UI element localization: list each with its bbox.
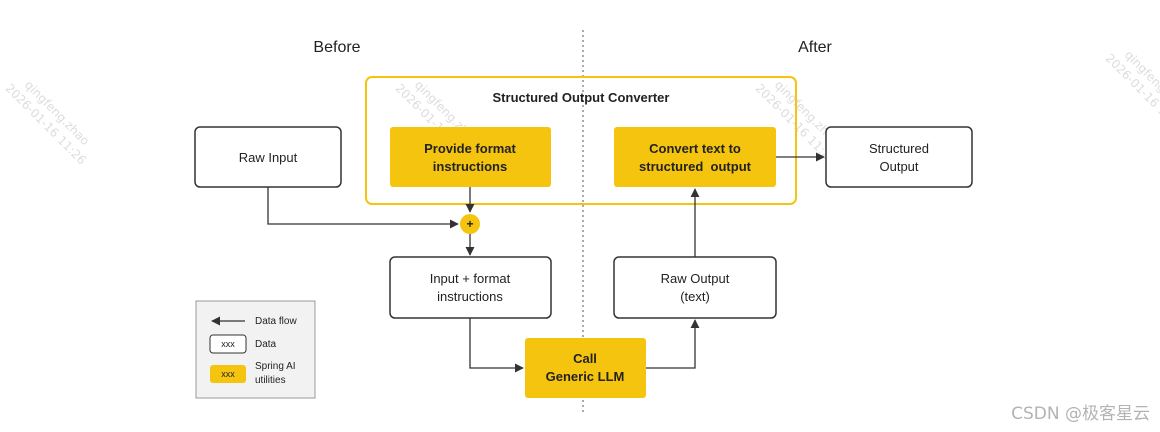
- legend-data-label: Data: [255, 339, 277, 350]
- merge-plus-node: [460, 214, 480, 234]
- legend-data-swatch-text: xxx: [221, 339, 235, 349]
- legend-utility-swatch-text: xxx: [221, 369, 235, 379]
- structured-output-converter: [365, 76, 797, 205]
- merge-plus-symbol: +: [466, 217, 473, 231]
- arrow-input-format-to-llm: [469, 318, 524, 373]
- converter-title: Structured Output Converter: [493, 90, 670, 105]
- watermark-4: qingfeng.zhao 2026-01-16 11:26: [1103, 48, 1160, 138]
- raw-output-line2: (text): [680, 289, 710, 304]
- legend-utility-label-line1: Spring AI: [255, 361, 296, 372]
- heading-before: Before: [313, 39, 360, 56]
- input-format-box: [389, 256, 552, 319]
- structured-output-line2: Output: [879, 159, 918, 174]
- raw-output-line1: Raw Output: [661, 271, 730, 286]
- legend-utility-swatch: [210, 365, 246, 383]
- convert-text-line2: structured output: [639, 159, 752, 174]
- provide-format-box: [390, 127, 551, 187]
- call-llm-line2: Generic LLM: [546, 369, 625, 384]
- call-llm-line1: Call: [573, 351, 597, 366]
- structured-output-box: [825, 126, 973, 188]
- legend-utility-label-line2: utilities: [255, 375, 286, 386]
- legend-data-swatch: [209, 334, 247, 354]
- input-format-line1: Input + format: [430, 271, 511, 286]
- call-llm-box: [525, 338, 646, 398]
- raw-input-label: Raw Input: [239, 150, 298, 165]
- raw-output-box: [613, 256, 777, 319]
- convert-text-line1: Convert text to: [649, 141, 741, 156]
- input-format-line2: instructions: [437, 289, 503, 304]
- convert-text-box: [614, 127, 776, 187]
- provide-format-line2: instructions: [433, 159, 507, 174]
- provide-format-line1: Provide format: [424, 141, 516, 156]
- watermark-1: qingfeng.zhao 2026-01-16 11:26: [3, 78, 93, 168]
- arrow-raw-input-to-plus: [267, 187, 459, 229]
- footer-attribution: CSDN @极客星云: [1011, 404, 1150, 424]
- legend-data-flow-label: Data flow: [255, 316, 297, 327]
- legend: Data flow xxx Data xxx Spring AI utiliti…: [195, 300, 316, 399]
- structured-output-line1: Structured: [869, 141, 929, 156]
- arrow-llm-to-raw-output: [646, 319, 700, 369]
- heading-after: After: [798, 39, 832, 56]
